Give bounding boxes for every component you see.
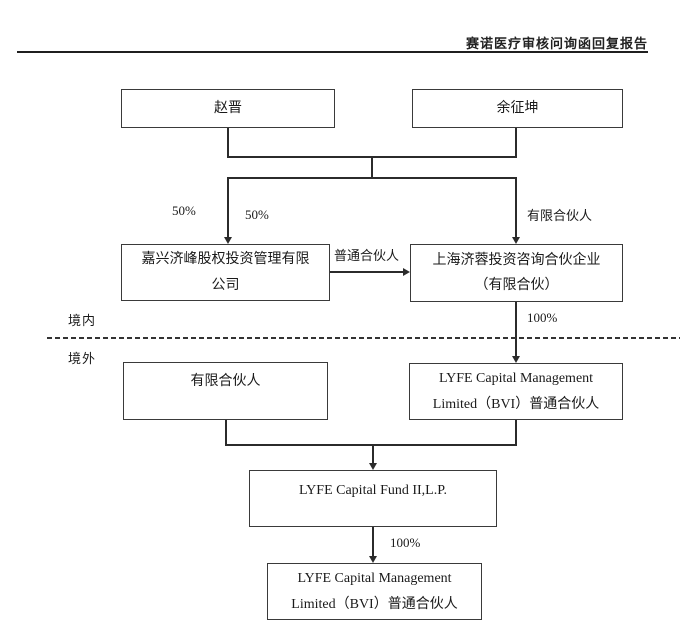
node-jiaxing-jifeng: 嘉兴济峰股权投资管理有限 公司 bbox=[121, 244, 330, 301]
connector-line bbox=[227, 177, 517, 179]
connector-line bbox=[227, 177, 229, 238]
arrowhead-down-icon bbox=[223, 237, 232, 244]
arrowhead-down-icon bbox=[511, 356, 520, 363]
edge-label-general-partner: 普通合伙人 bbox=[334, 248, 400, 263]
report-header-title: 赛诺医疗审核问询函回复报告 bbox=[465, 36, 648, 51]
node-lyfe-fund: LYFE Capital Fund II,L.P. bbox=[249, 470, 497, 527]
node-lyfe-mgmt-lower-line1: LYFE Capital Management bbox=[297, 571, 452, 587]
node-shanghai-jirong: 上海济蓉投资咨询合伙企业 （有限合伙） bbox=[410, 244, 623, 302]
node-zhao-jin: 赵晋 bbox=[121, 89, 335, 128]
node-zhao-jin-label: 赵晋 bbox=[214, 100, 242, 116]
edge-label-100pct-upper: 100% bbox=[527, 310, 558, 325]
region-label-overseas: 境外 bbox=[68, 351, 97, 366]
node-lyfe-fund-label: LYFE Capital Fund II,L.P. bbox=[299, 483, 447, 498]
connector-line bbox=[515, 128, 517, 158]
arrowhead-down-icon bbox=[368, 556, 377, 563]
edge-label-100pct-lower: 100% bbox=[390, 535, 421, 550]
node-lyfe-mgmt-lower: LYFE Capital Management Limited（BVI）普通合伙… bbox=[267, 563, 482, 620]
edge-label-50pct-inner: 50% bbox=[245, 207, 269, 222]
node-lyfe-mgmt-upper: LYFE Capital Management Limited（BVI）普通合伙… bbox=[409, 363, 623, 420]
node-lyfe-mgmt-upper-line2: Limited（BVI）普通合伙人 bbox=[432, 396, 600, 412]
connector-line bbox=[371, 156, 373, 179]
node-shanghai-jirong-line2: （有限合伙） bbox=[474, 278, 559, 293]
node-yu-zhengkun-label: 余征坤 bbox=[496, 100, 539, 116]
edge-label-50pct-outer: 50% bbox=[172, 203, 196, 218]
connector-line bbox=[330, 271, 404, 273]
connector-line bbox=[372, 444, 374, 463]
node-lyfe-mgmt-upper-line1: LYFE Capital Management bbox=[438, 371, 594, 387]
connector-line bbox=[225, 444, 517, 446]
connector-line bbox=[515, 177, 517, 238]
connector-line bbox=[225, 420, 227, 446]
node-jiaxing-jifeng-line2: 公司 bbox=[211, 277, 240, 293]
node-shanghai-jirong-line1: 上海济蓉投资咨询合伙企业 bbox=[432, 252, 601, 268]
edge-label-limited-partner: 有限合伙人 bbox=[527, 208, 593, 223]
arrowhead-right-icon bbox=[403, 267, 410, 276]
region-label-domestic: 境内 bbox=[68, 313, 97, 328]
node-limited-partner: 有限合伙人 bbox=[123, 362, 328, 420]
node-yu-zhengkun: 余征坤 bbox=[412, 89, 623, 128]
connector-line bbox=[515, 420, 517, 446]
node-limited-partner-label: 有限合伙人 bbox=[190, 374, 261, 389]
arrowhead-down-icon bbox=[368, 463, 377, 470]
arrowhead-down-icon bbox=[511, 237, 520, 244]
border-dashed-line bbox=[47, 337, 680, 339]
node-lyfe-mgmt-lower-line2: Limited（BVI）普通合伙人 bbox=[291, 596, 458, 612]
connector-line bbox=[515, 302, 517, 356]
header-rule bbox=[17, 51, 648, 53]
connector-line bbox=[372, 527, 374, 556]
connector-line bbox=[227, 128, 229, 158]
node-jiaxing-jifeng-line1: 嘉兴济峰股权投资管理有限 bbox=[141, 252, 310, 268]
